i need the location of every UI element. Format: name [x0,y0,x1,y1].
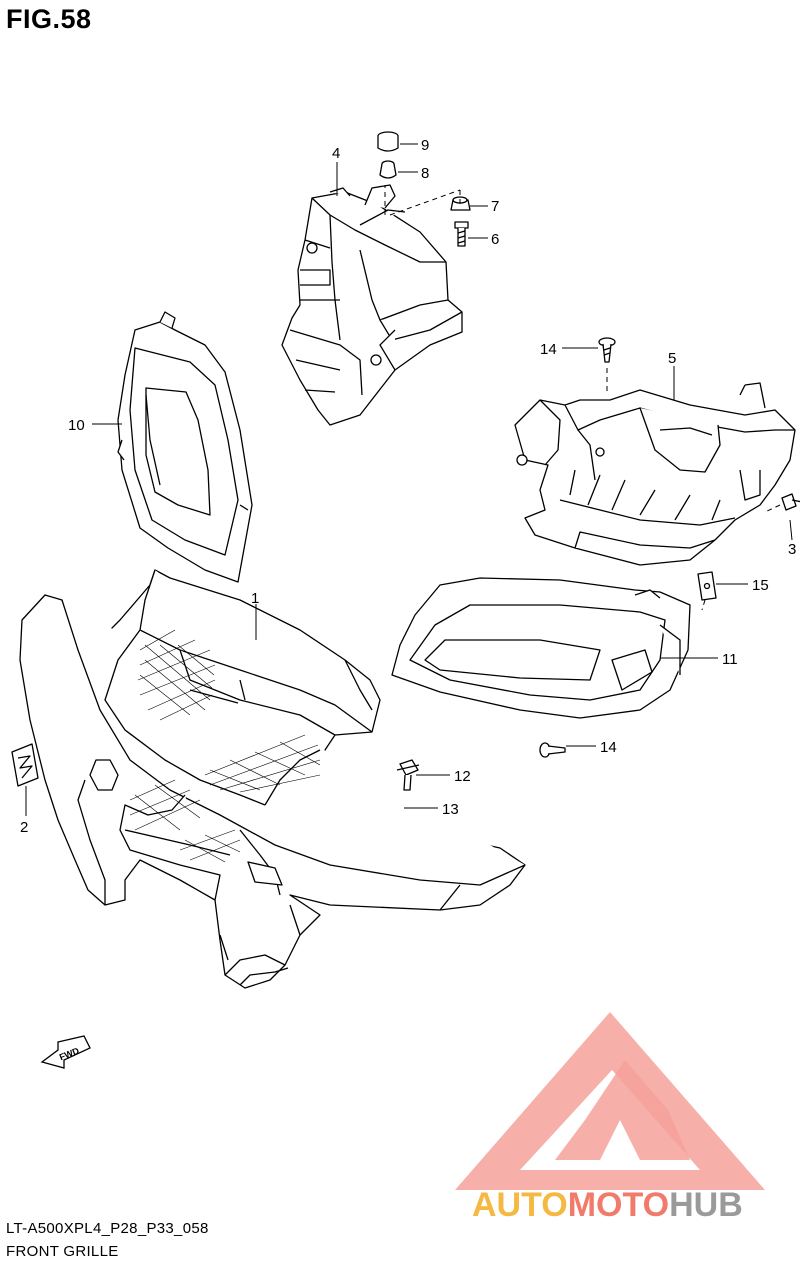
part-14-screw-upper [598,337,616,363]
callout-1: 1 [251,590,259,607]
callout-8: 8 [421,165,429,182]
grille-mesh [129,629,321,863]
part-15-clip-nut [697,571,717,601]
figure-title: FIG.58 [6,4,92,34]
figure-code: LT-A500XPL4_P28_P33_058 [6,1220,209,1237]
callout-11: 11 [722,651,738,668]
callout-12: 12 [454,768,471,785]
part-3-clip [781,493,800,511]
callout-9: 9 [421,137,429,154]
svg-text:AUTOMOTOHUB: AUTOMOTOHUB [472,1186,743,1224]
callout-3: 3 [788,541,796,558]
watermark-hub: HUB [669,1186,743,1224]
callout-15: 15 [752,577,769,594]
watermark-moto: MOTO [568,1186,669,1224]
hidden-lines [384,185,781,611]
callout-14-lower: 14 [600,739,617,756]
part-5-lower-bracket [514,382,796,566]
part-2-emblem [11,743,39,787]
part-8-grommet [379,160,397,179]
callout-14-upper: 14 [540,341,557,358]
part-11-side-panel [391,577,691,719]
watermark-m-icon [555,1060,690,1160]
callout-labels: 9 8 4 7 6 14 5 10 3 15 1 11 14 12 13 2 [20,137,796,836]
callout-5: 5 [668,350,676,367]
part-9-cap [377,131,399,152]
callout-10: 10 [68,417,85,434]
part-6-bolt [454,221,469,247]
part-4-headlight-bracket [281,184,463,426]
fwd-direction-arrow-icon: FWD [40,1035,91,1069]
part-1-front-grille [19,569,526,989]
callout-2: 2 [20,819,28,836]
callout-4: 4 [332,145,340,162]
watermark-text: AUTOMOTOHUB [472,1186,743,1224]
leader-lines [25,143,793,816]
watermark-auto: AUTO [472,1186,568,1224]
figure-name: FRONT GRILLE [6,1243,119,1260]
callout-6: 6 [491,231,499,248]
part-14-screw-lower [539,742,566,758]
part-10-headlight-bezel [117,311,253,583]
watermark-logo [455,1012,765,1190]
part-12-bolt [396,759,420,791]
callout-13: 13 [442,801,459,818]
callout-7: 7 [491,198,499,215]
